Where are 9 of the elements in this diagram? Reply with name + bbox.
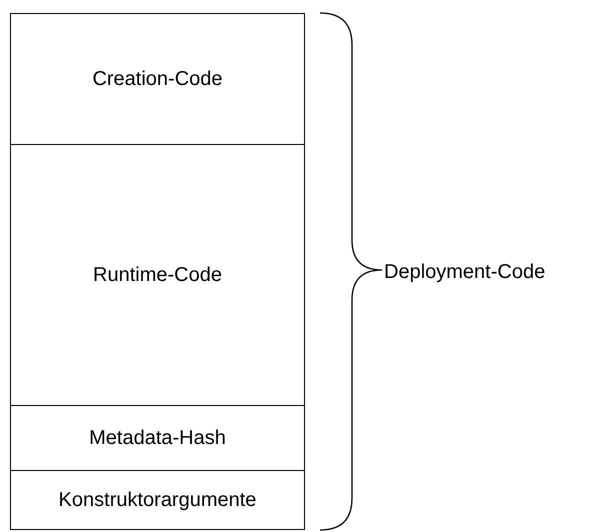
segment-label: Runtime-Code bbox=[93, 263, 222, 288]
memory-segment-box bbox=[10, 405, 305, 471]
memory-segment-box bbox=[10, 470, 305, 530]
bracket-label: Deployment-Code bbox=[384, 260, 546, 285]
memory-segment-box bbox=[10, 13, 305, 145]
segment-label: Konstruktorargumente bbox=[58, 488, 256, 513]
segment-label: Metadata-Hash bbox=[89, 426, 226, 451]
memory-segment-box bbox=[10, 144, 305, 406]
segment-label: Creation-Code bbox=[92, 67, 223, 92]
